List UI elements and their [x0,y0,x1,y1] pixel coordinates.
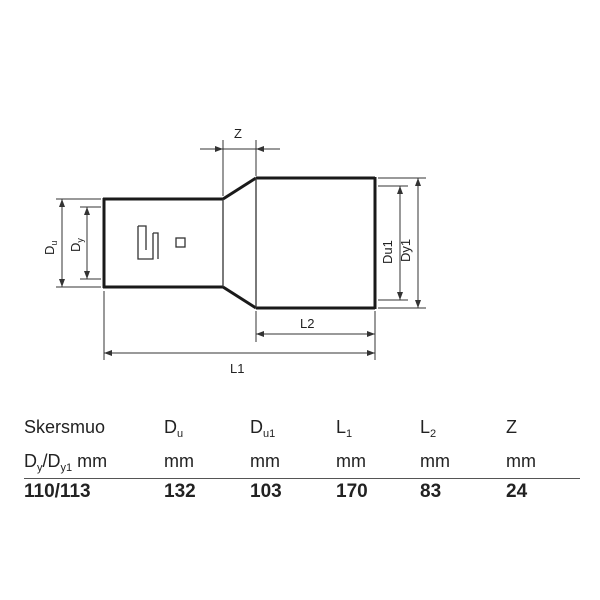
header-z: Z [506,417,517,437]
value-du1: 103 [250,481,282,502]
du1-label: Du1 [380,240,395,264]
unit-diameter: Dy/Dy1 mm [24,451,108,474]
unit-z: mm [506,451,536,471]
table-units-row: Dy/Dy1 mm mm mm mm mm mm [24,448,580,479]
header-l1: L1 [336,417,353,440]
table-header-row: Skersmuo Du Du1 L1 L2 Z [24,414,580,448]
du1-dimension: Du1 [378,185,408,301]
unit-du1: mm [250,451,280,471]
dy1-label: Dy1 [398,239,413,262]
svg-text:Du: Du [42,241,59,255]
du-sub: u [49,241,59,246]
value-l2: 83 [420,481,442,502]
l1-dimension: L1 [103,291,376,376]
header-diameter: Skersmuo [24,417,106,437]
pipe-body [102,176,377,310]
header-du1: Du1 [250,417,276,440]
value-z: 24 [506,481,528,502]
z-label: Z [234,126,242,141]
marking-symbol [137,225,186,260]
header-du: Du [164,417,184,440]
z-dimension: Z [200,126,280,196]
l1-label: L1 [230,361,244,376]
dy1-dimension: Dy1 [378,177,426,309]
unit-du: mm [164,451,194,471]
du-dimension: Du [42,198,101,288]
l2-label: L2 [300,316,314,331]
pipe-reducer-drawing: Z Du Dy Du1 Dy1 [42,126,426,376]
dy-dimension: Dy [68,206,101,280]
l2-dimension: L2 [255,311,376,342]
header-l2: L2 [420,417,437,440]
table-values-row: 110/113 132 103 170 83 24 [24,479,580,517]
dy-sub: y [75,238,85,243]
svg-text:Dy: Dy [68,238,85,252]
specification-table: Skersmuo Du Du1 L1 L2 Z Dy/Dy1 mm mm mm … [24,414,580,517]
unit-l1: mm [336,451,366,471]
du-label: D [42,246,57,255]
value-l1: 170 [336,481,368,502]
value-diameter: 110/113 [24,481,91,502]
unit-l2: mm [420,451,450,471]
dy-label: D [68,243,83,252]
value-du: 132 [164,481,196,502]
